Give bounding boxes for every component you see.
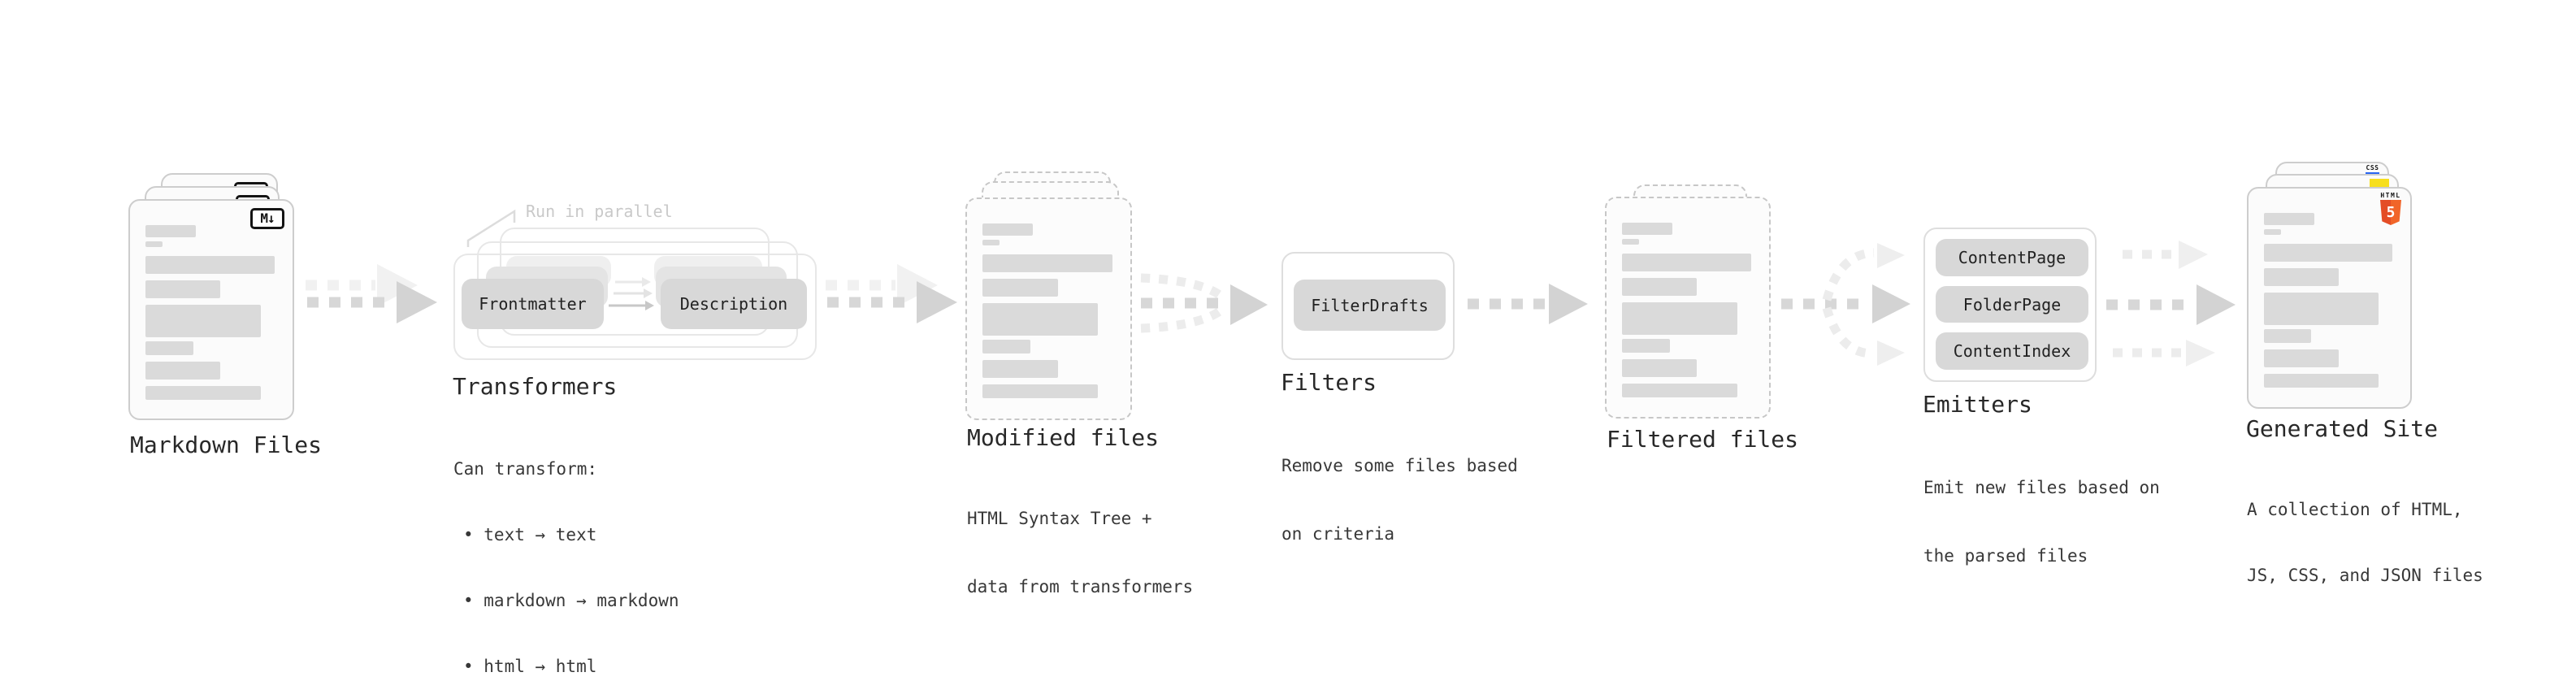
modified-desc-line: data from transformers (967, 577, 1194, 596)
generated-desc-line: A collection of HTML, (2247, 500, 2463, 519)
file-skeleton-lines (145, 225, 275, 402)
parallel-note: Run in parallel (526, 202, 673, 221)
filters-desc-line: Remove some files based (1281, 456, 1518, 475)
stage-label-filtered-files: Filtered files (1607, 426, 1799, 453)
parallel-note-leader (466, 209, 516, 247)
html5-icon: HTML 5 (2379, 192, 2403, 225)
filterdrafts-pill: FilterDrafts (1294, 280, 1446, 331)
arrow-emitters-to-site-middle (2106, 284, 2236, 325)
file-skeleton-lines (2264, 213, 2392, 391)
stage-label-filters: Filters (1281, 369, 1377, 396)
emitters-description: Emit new files based on the parsed files (1923, 431, 2160, 613)
emitters-box: ContentPage FolderPage ContentIndex (1923, 228, 2097, 382)
css-icon-label: CSS (2366, 164, 2379, 171)
transformers-desc-title: Can transform: (453, 459, 598, 479)
arrow-frontmatter-to-description (609, 277, 654, 310)
arrow-filters-to-filtered (1468, 284, 1588, 324)
emitter-pill-folderpage: FolderPage (1936, 286, 2088, 323)
generated-desc-line: JS, CSS, and JSON files (2247, 566, 2483, 585)
emitter-pill-contentpage: ContentPage (1936, 239, 2088, 276)
modified-file-card-front (965, 197, 1132, 420)
frontmatter-pill: Frontmatter (462, 279, 604, 329)
emitters-desc-line: Emit new files based on (1923, 478, 2160, 497)
markdown-file-card-front: M↓ (128, 199, 294, 420)
stage-label-markdown-files: Markdown Files (130, 432, 323, 458)
stage-label-emitters: Emitters (1923, 391, 2032, 418)
description-pill: Description (661, 279, 807, 329)
filters-description: Remove some files based on criteria (1281, 409, 1518, 591)
html-file-card-front: HTML 5 (2247, 187, 2412, 409)
generated-site-description: A collection of HTML, JS, CSS, and JSON … (2247, 455, 2483, 631)
arrow-emitters-to-site-bottom (2113, 340, 2215, 367)
emitter-pill-contentindex: ContentIndex (1936, 332, 2088, 370)
transformers-bullet: • text → text (463, 525, 597, 544)
file-skeleton-lines (1622, 223, 1751, 401)
stage-label-transformers: Transformers (453, 373, 618, 400)
html5-icon-shield: 5 (2380, 200, 2401, 225)
markdown-icon: M↓ (250, 208, 284, 229)
emitters-desc-line: the parsed files (1923, 546, 2088, 566)
arrow-emitters-to-site-top (2123, 241, 2208, 269)
arrow-markdown-to-transformers (307, 281, 437, 323)
modified-files-description: HTML Syntax Tree + data from transformer… (967, 462, 1193, 644)
js-icon (2370, 179, 2389, 189)
modified-desc-line: HTML Syntax Tree + (967, 509, 1152, 528)
html5-icon-label: HTML (2380, 192, 2401, 199)
filters-box: FilterDrafts (1281, 252, 1455, 360)
transformers-bullet: • markdown → markdown (463, 591, 679, 610)
transformers-description: Can transform: • text → text • markdown … (453, 414, 679, 681)
stage-label-generated-site: Generated Site (2246, 415, 2439, 442)
arrow-transformers-to-modified (827, 281, 957, 323)
arrow-filtered-to-emitters (1781, 243, 1910, 366)
transformer-box-outer (453, 254, 817, 360)
stage-label-modified-files: Modified files (967, 424, 1160, 451)
filters-desc-line: on criteria (1281, 524, 1395, 544)
filtered-file-card-front (1605, 197, 1771, 419)
transformers-bullet: • html → html (463, 657, 597, 676)
arrow-modified-to-filters (1140, 273, 1268, 333)
file-skeleton-lines (982, 223, 1112, 402)
